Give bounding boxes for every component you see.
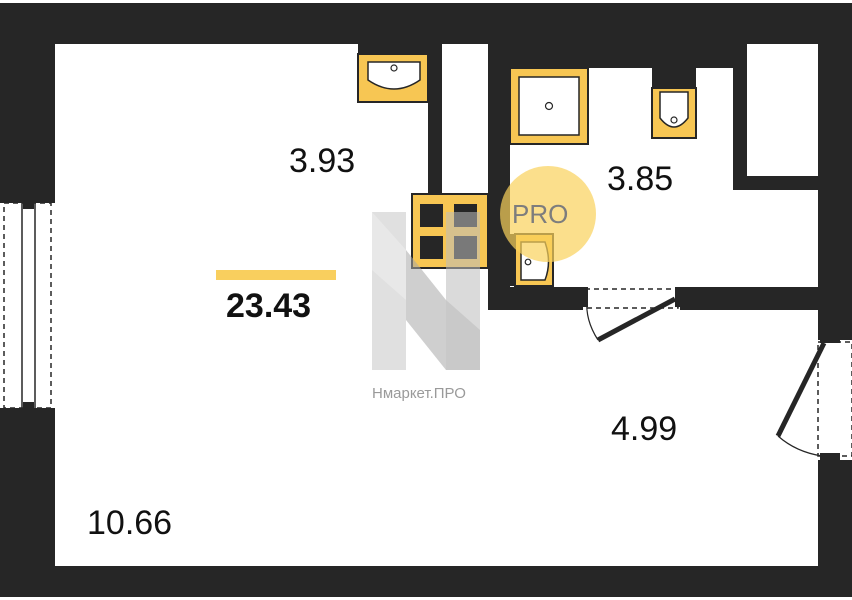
pro-badge-label: PRO	[512, 199, 569, 229]
sink-icon	[357, 44, 429, 103]
kitchen-niche-wall	[428, 44, 442, 194]
outer-wall-bottom	[0, 566, 852, 597]
toilet-icon	[651, 68, 697, 139]
window-icon	[0, 202, 55, 409]
bath-wall-top	[510, 44, 740, 68]
room-area-bathroom: 3.85	[607, 160, 674, 198]
bath-niche-wall	[733, 44, 747, 190]
shower-tray-icon	[509, 67, 589, 145]
pro-badge	[500, 166, 596, 262]
room-area-living: 10.66	[87, 504, 173, 542]
total-area-accent-bar	[216, 270, 336, 280]
bathroom-door	[580, 287, 683, 343]
watermark-brand: Нмаркет.ПРО	[372, 385, 466, 402]
outer-wall-right	[818, 3, 852, 597]
room-area-hallway: 4.99	[611, 410, 678, 448]
watermark-logo	[372, 212, 480, 370]
bath-wall-bottom-right	[680, 287, 818, 310]
total-area: 23.43	[226, 287, 312, 325]
room-area-kitchen: 3.93	[289, 142, 356, 180]
outer-wall-top	[0, 3, 852, 44]
bath-wall-bottom-left	[488, 287, 583, 310]
door-icon	[775, 336, 852, 460]
bath-wall-left	[488, 44, 510, 310]
bath-niche-bottom	[733, 176, 818, 190]
